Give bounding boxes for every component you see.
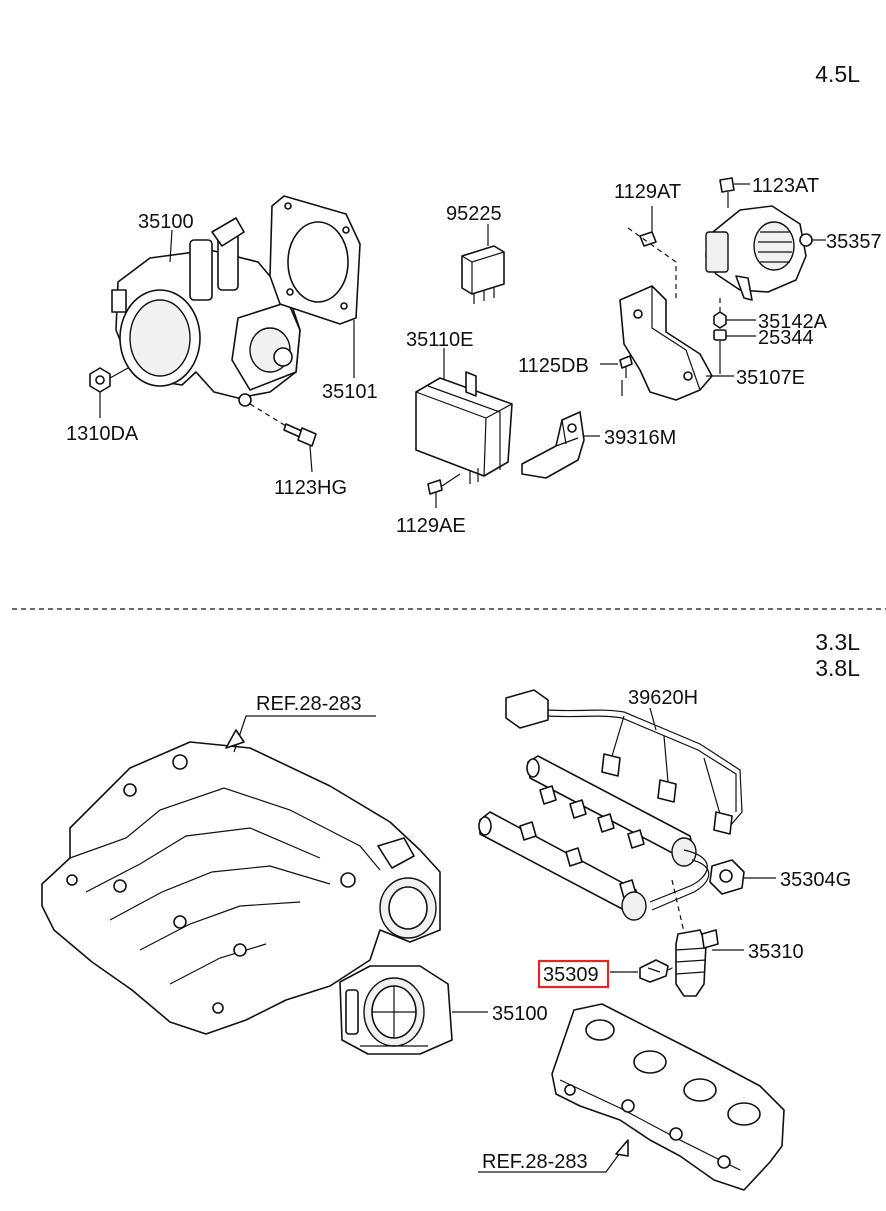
label-ref-bottom: REF.28-283 [482,1151,588,1173]
fuel-hose-35304g[interactable] [649,849,745,911]
label-25344: 25344 [758,327,814,349]
fuel-rail[interactable] [478,755,697,921]
bolt-1123hg[interactable] [283,423,317,447]
engine-label-3-8l: 3.8L [815,655,860,681]
leader-35100-top [169,229,173,263]
label-35309[interactable]: 35309 [543,964,599,986]
engine-label-3-3l: 3.3L [815,629,860,655]
label-35107e: 35107E [736,367,805,389]
leader-1123hg-dash [249,403,287,427]
bolt-1129at[interactable] [639,231,657,247]
nut-35142a[interactable] [713,311,727,329]
label-35110e: 35110E [406,329,473,351]
label-35101: 35101 [322,381,378,403]
intake-manifold[interactable] [41,741,441,1035]
leader-1123hg [309,445,313,473]
leader-1129at-dash [627,227,677,300]
label-35304g: 35304G [780,869,851,891]
arrow-ref-top [225,729,245,749]
leader-35310-dash [671,879,685,933]
spacer-25344[interactable] [713,329,727,341]
arrow-ref-bottom [615,1139,629,1157]
label-35310: 35310 [748,941,804,963]
relay-95225[interactable] [461,245,505,304]
label-ref-top: REF.28-283 [256,693,362,715]
leader-1129ae [441,473,461,487]
actuator-35357[interactable] [705,205,813,301]
throttle-body-3-3l[interactable] [339,965,453,1055]
label-35142a: 35142A [758,311,828,333]
label-39620h: 39620H [628,687,698,709]
bolt-1129ae[interactable] [427,479,443,508]
label-1125db: 1125DB [518,355,589,377]
control-module-35110e[interactable] [415,371,513,484]
leader-1310da-part [109,367,129,379]
engine-label-4-5l: 4.5L [815,61,860,87]
gasket-35101[interactable] [269,195,361,325]
injector-35310[interactable] [675,929,719,997]
throttle-body-4-5l[interactable] [111,217,301,407]
lower-intake-manifold[interactable] [551,1003,785,1191]
label-1123at: 1123AT [752,175,819,197]
nut-1310da[interactable] [89,367,111,393]
label-39316m: 39316M [604,427,676,449]
leader-ref-bottom [478,1149,623,1173]
label-35100-bottom: 35100 [492,1003,548,1025]
leader-39620h [649,707,657,731]
bracket-39316m[interactable] [521,411,585,479]
wiring-harness-39620h[interactable] [505,689,743,835]
label-1310da: 1310DA [66,423,139,445]
label-35357: 35357 [826,231,882,253]
bracket-35107e[interactable] [619,285,713,401]
label-1123hg: 1123HG [274,477,347,499]
label-1129ae: 1129AE [396,515,466,537]
bolt-1123at[interactable] [719,177,735,208]
label-95225: 95225 [446,203,502,225]
clip-35309[interactable] [639,959,669,983]
highlight-box-35309 [537,959,610,989]
label-35100-top: 35100 [138,211,194,233]
label-1129at: 1129AT [614,181,681,203]
leader-ref-top [233,715,376,753]
leader-35309-dash [667,965,677,971]
bolt-1125db[interactable] [619,355,633,378]
